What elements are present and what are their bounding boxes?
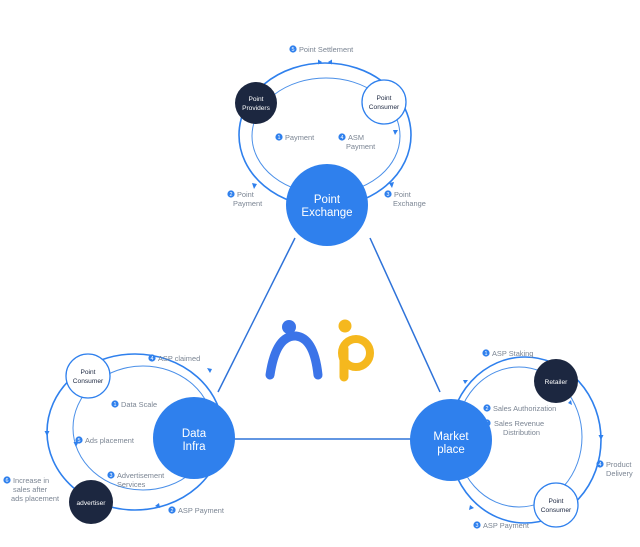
hub-label: place [437,444,465,456]
inner-arrow-icon [393,130,398,135]
hub-label: Point [314,194,341,206]
retailer-node: Retailer [534,359,578,403]
svg-text:sales after: sales after [13,485,48,494]
label-asp-claimed: 4 ASP claimed [148,354,200,363]
connector-top-right [369,237,441,393]
inner-arrow-icon [568,400,572,405]
svg-text:Sales Authorization: Sales Authorization [493,404,556,413]
svg-text:Delivery: Delivery [606,469,633,478]
svg-text:2: 2 [171,508,174,514]
svg-text:Point: Point [394,190,411,199]
svg-text:5: 5 [78,438,81,444]
label-asm-payment: 4 ASM Payment [338,133,375,151]
svg-text:ads placement: ads placement [11,494,59,503]
left-arrow-icon [252,183,257,189]
svg-text:4: 4 [341,135,344,141]
svg-text:5: 5 [292,47,295,53]
svg-text:Exchange: Exchange [393,199,426,208]
svg-text:Payment: Payment [285,133,314,142]
hub-label: Data [182,428,207,440]
svg-text:Distribution: Distribution [503,428,540,437]
svg-text:ASM: ASM [348,133,364,142]
hub-data-infra: Data Infra [153,397,235,479]
point-consumer-left-node: Point Consumer [65,353,111,399]
node-label: Point [80,369,95,376]
point-providers-node: Point Providers [235,82,277,124]
point-consumer-top-node: Point Consumer [361,79,407,125]
svg-text:6: 6 [6,478,9,484]
svg-text:Data Scale: Data Scale [121,400,157,409]
node-label: advertiser [77,500,107,507]
arrow-icon [469,505,474,510]
svg-text:Ads placement: Ads placement [85,436,134,445]
label-point-exchange: 3 Point Exchange [384,190,426,208]
svg-text:ASP Staking: ASP Staking [492,349,533,358]
right-arrow-icon [389,182,394,188]
hub-marketplace: Market place [410,399,492,481]
svg-text:1: 1 [485,351,488,357]
node-label: Consumer [369,104,400,111]
hub-point-exchange: Point Exchange [286,164,368,246]
hub-label: Exchange [301,207,352,219]
label-asp-payment-right: 3 ASP Payment [473,521,529,530]
connector-top-left [217,237,296,393]
node-label: Point [548,498,563,505]
inner-arrow-icon [73,442,79,447]
svg-text:Payment: Payment [233,199,262,208]
node-label: Consumer [73,378,104,385]
arrow-icon [463,380,468,384]
arrow-icon [155,503,160,508]
svg-text:3: 3 [110,473,113,479]
label-increase-in-sales: 6 Increase in sales after ads placement [3,476,59,503]
label-ads-placement: 5 Ads placement [75,436,134,445]
node-label: Retailer [545,379,569,386]
label-asp-staking: 1 ASP Staking [482,349,533,358]
svg-text:Point Settlement: Point Settlement [299,45,353,54]
down-arrow-icon [598,435,604,440]
svg-text:ASP Payment: ASP Payment [178,506,224,515]
label-point-payment: 2 Point Payment [227,190,262,208]
svg-text:1: 1 [278,135,281,141]
svg-text:Increase in: Increase in [13,476,49,485]
top-arrow-icon [318,59,332,65]
svg-text:2: 2 [230,192,233,198]
svg-text:4: 4 [599,462,602,468]
svg-text:4: 4 [151,356,154,362]
label-sales-revenue-distribution: 5 Sales Revenue Distribution [483,419,544,437]
label-asp-payment-left: 2 ASP Payment [168,506,224,515]
svg-text:1: 1 [114,402,117,408]
label-point-settlement: 5 Point Settlement [289,45,353,54]
label-data-scale: 1 Data Scale [111,400,157,409]
svg-text:3: 3 [387,192,390,198]
svg-text:Payment: Payment [346,142,375,151]
label-sales-authorization: 2 Sales Authorization [483,404,556,413]
svg-text:Product: Product [606,460,631,469]
svg-text:Sales Revenue: Sales Revenue [494,419,544,428]
point-consumer-right-node: Point Consumer [533,482,579,528]
svg-text:Point: Point [237,190,254,199]
svg-text:2: 2 [486,406,489,412]
asp-logo-icon [265,319,374,382]
svg-text:ASP claimed: ASP claimed [158,354,200,363]
hub-label: Infra [182,441,206,453]
node-label: Point [376,95,391,102]
node-label: Consumer [541,507,572,514]
advertiser-node: advertiser [69,480,113,524]
hub-label: Market [433,431,469,443]
node-label: Point [248,96,263,103]
label-product-delivery: 4 Product Delivery [596,460,633,478]
label-payment: 1 Payment [275,133,314,142]
svg-text:ASP Payment: ASP Payment [483,521,529,530]
svg-text:Advertisement: Advertisement [117,471,164,480]
down-arrow-icon [44,431,50,436]
svg-text:Services: Services [117,480,146,489]
node-label: Providers [242,105,271,112]
label-advertisement-services: 3 Advertisement Services [107,471,164,489]
svg-text:3: 3 [476,523,479,529]
arrow-icon [207,368,212,373]
